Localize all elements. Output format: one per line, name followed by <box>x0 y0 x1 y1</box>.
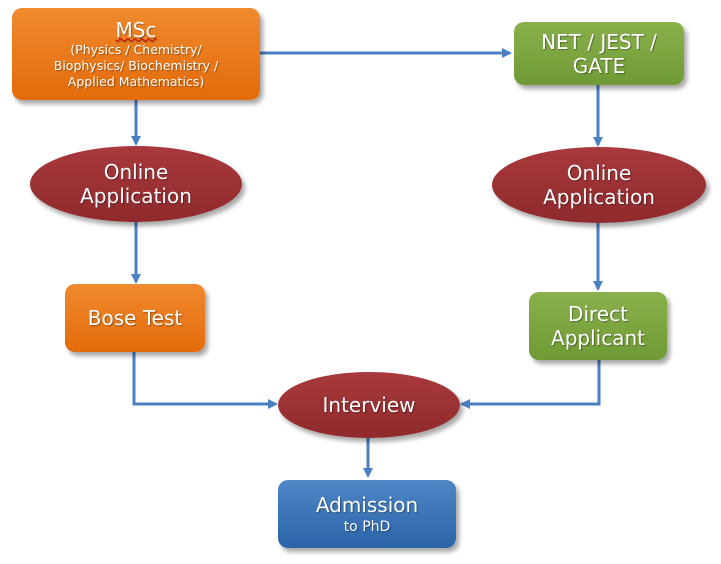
interview-node: Interview <box>278 372 460 438</box>
arrow-bose-to-interview <box>132 352 278 409</box>
net-line-2: GATE <box>572 53 626 78</box>
admission-sublabel: to PhD <box>343 518 391 535</box>
msc-subtitle-line-3: Applied Mathematics) <box>67 74 205 90</box>
msc-subtitle-line-1: (Physics / Chemistry/ <box>70 41 202 57</box>
admission-node: Admission to PhD <box>278 480 456 548</box>
msc-node: MSc (Physics / Chemistry/ Biophysics/ Bi… <box>12 8 260 100</box>
online-left-line-2: Application <box>80 184 192 208</box>
online-right-line-2: Application <box>543 185 655 209</box>
arrow-direct-to-interview <box>460 360 601 409</box>
online-application-right-node: Online Application <box>492 147 706 223</box>
online-application-left-node: Online Application <box>30 146 242 222</box>
interview-label: Interview <box>322 393 416 417</box>
bose-test-node: Bose Test <box>65 284 205 352</box>
online-right-line-1: Online <box>566 161 632 185</box>
direct-applicant-node: Direct Applicant <box>529 292 667 360</box>
bose-test-label: Bose Test <box>87 306 183 330</box>
msc-subtitle-line-2: Biophysics/ Biochemistry / <box>53 57 219 73</box>
admission-label: Admission <box>315 492 419 517</box>
net-jest-gate-node: NET / JEST / GATE <box>514 22 684 85</box>
direct-line-2: Applicant <box>551 326 645 350</box>
msc-title: MSc <box>115 17 157 42</box>
direct-line-1: Direct <box>568 302 628 326</box>
net-line-1: NET / JEST / <box>541 29 657 54</box>
online-left-line-1: Online <box>103 160 169 184</box>
